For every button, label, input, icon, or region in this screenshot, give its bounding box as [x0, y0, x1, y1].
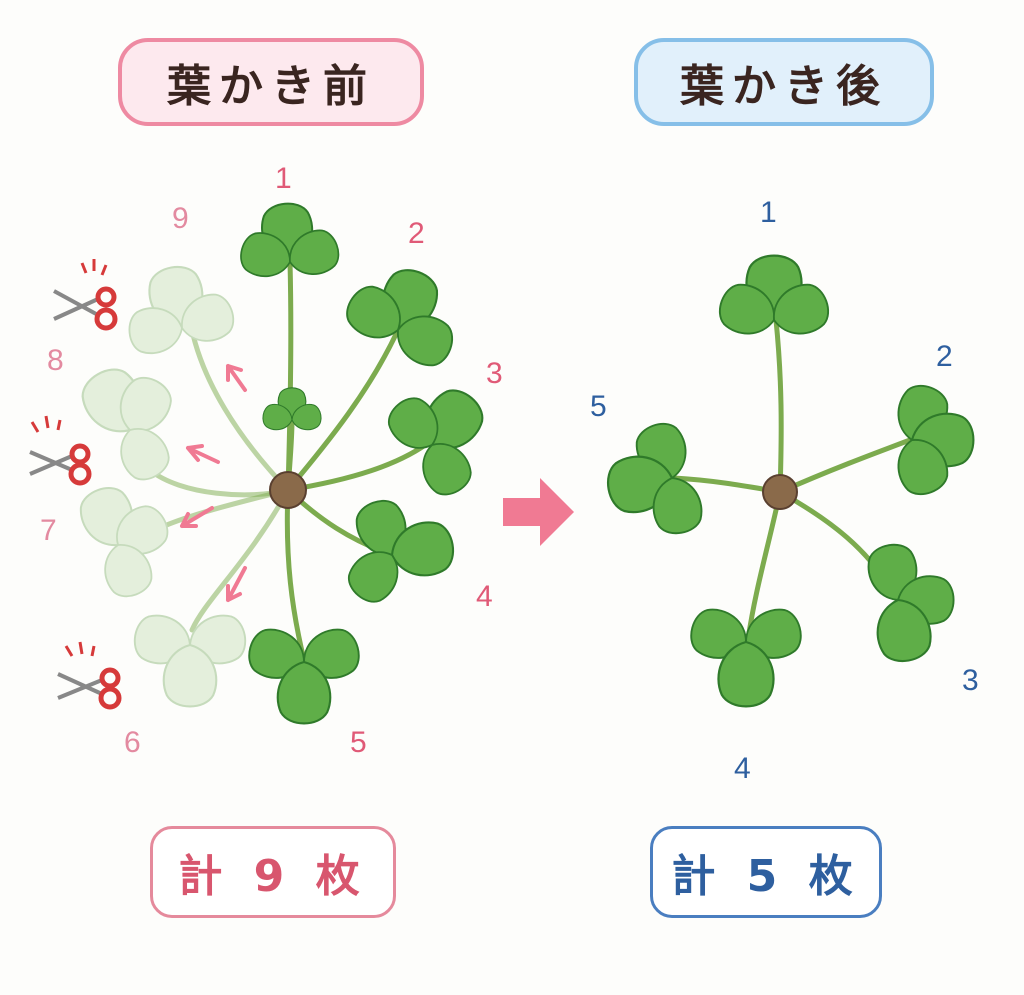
before-number-9: 9: [172, 202, 189, 235]
before-leaf-numbers: 1 2 3 4 5: [275, 162, 503, 759]
arrow-icon: [186, 444, 220, 464]
after-number-1: 1: [760, 196, 777, 229]
before-number-6: 6: [124, 726, 141, 759]
after-total: 計 5 枚: [671, 851, 861, 902]
before-number-8: 8: [47, 344, 64, 377]
before-title: 葉かき前: [167, 61, 375, 112]
scissors-icon: [53, 259, 118, 331]
arrow-right-icon: [503, 478, 574, 546]
after-leaf-numbers: 1 2 3 4 5: [590, 196, 979, 785]
before-number-3: 3: [486, 357, 503, 390]
after-number-4: 4: [734, 752, 751, 785]
before-plant: 1 2 3 4 5 6 7 8 9: [29, 162, 503, 759]
arrow-icon: [226, 566, 247, 602]
before-number-4: 4: [476, 580, 493, 613]
after-title: 葉かき後: [680, 61, 888, 112]
scissors-icon: [29, 415, 92, 486]
before-total: 計 9 枚: [178, 851, 368, 902]
scissors-icon: [57, 641, 122, 710]
before-number-5: 5: [350, 726, 367, 759]
removed-leaf-numbers: 6 7 8 9: [40, 202, 189, 759]
before-number-7: 7: [40, 514, 57, 547]
kept-leaves: [235, 200, 493, 725]
after-total-pill: 計 5 枚: [650, 826, 882, 918]
arrow-icon: [180, 506, 214, 528]
after-number-5: 5: [590, 390, 607, 423]
scissors-group: [29, 259, 122, 710]
after-number-2: 2: [936, 340, 953, 373]
before-total-pill: 計 9 枚: [150, 826, 396, 918]
after-number-3: 3: [962, 664, 979, 697]
crown: [269, 471, 307, 509]
crown: [762, 474, 798, 510]
before-number-2: 2: [408, 217, 425, 250]
removal-arrows: [180, 364, 247, 602]
after-title-pill: 葉かき後: [634, 38, 934, 126]
before-number-1: 1: [275, 162, 292, 195]
after-plant: 1 2 3 4 5: [590, 196, 979, 785]
arrow-icon: [226, 364, 247, 392]
before-title-pill: 葉かき前: [118, 38, 424, 126]
removed-leaves: [72, 261, 250, 708]
